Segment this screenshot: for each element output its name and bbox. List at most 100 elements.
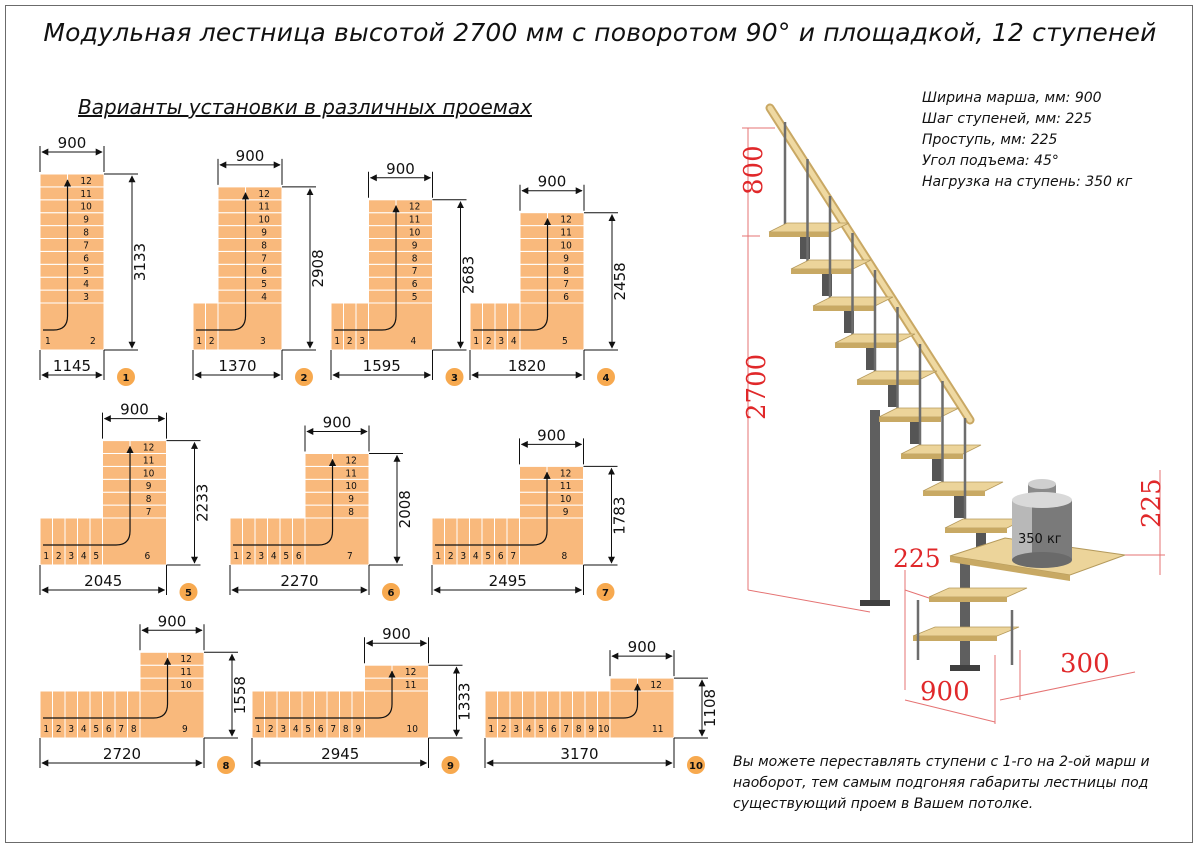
- width-label: 1145: [53, 357, 91, 375]
- spec-angle: Угол подъема: 45°: [922, 153, 1059, 169]
- step-number: 1: [334, 336, 340, 347]
- step-number: 6: [83, 253, 89, 264]
- height-label: 2683: [460, 256, 478, 294]
- step-number: 9: [588, 724, 594, 735]
- flight-width-label: 900: [386, 160, 415, 178]
- page-frame: [5, 5, 1193, 843]
- step-number: 2: [209, 336, 215, 347]
- step-number: 12: [345, 455, 356, 466]
- plan-landing: [217, 302, 283, 351]
- step-number: 2: [56, 551, 62, 562]
- flight-width-label: 900: [58, 134, 87, 152]
- variant-badge: [179, 583, 198, 601]
- step-number: 8: [576, 724, 582, 735]
- step-number: 5: [305, 724, 311, 735]
- width-label: 2720: [103, 745, 141, 763]
- dim-225-left: 225: [893, 544, 941, 573]
- height-label: 2458: [611, 262, 629, 300]
- step-number: 4: [411, 336, 417, 347]
- variant-badge: [597, 368, 615, 386]
- width-label: 2045: [84, 572, 122, 590]
- height-label: 1783: [611, 497, 629, 535]
- step-number: 12: [560, 468, 571, 479]
- step-number: 10: [180, 680, 192, 691]
- stringer-module: [844, 311, 854, 333]
- step-number: 6: [563, 292, 569, 303]
- step-number: 10: [345, 481, 357, 492]
- variant-badge: [596, 583, 615, 601]
- step-number: 11: [652, 724, 663, 735]
- dim-900: 900: [920, 677, 970, 707]
- step-number: 9: [182, 724, 188, 735]
- step-number: 8: [146, 494, 152, 505]
- step-number: 7: [261, 253, 267, 264]
- variant-number: 6: [388, 588, 395, 599]
- step-number: 5: [538, 724, 544, 735]
- step-number: 10: [143, 468, 155, 479]
- variant-number: 8: [223, 761, 230, 772]
- step-number: 2: [501, 724, 507, 735]
- stringer-module: [976, 533, 986, 555]
- walk-line: [488, 683, 642, 719]
- walk-line: [334, 205, 400, 331]
- variant-badge: [295, 368, 313, 386]
- rearrange-note: Вы можете переставлять ступени с 1-го на…: [733, 754, 1150, 812]
- step-number: 11: [405, 680, 416, 691]
- step-number: 7: [563, 724, 569, 735]
- width-label: 1370: [218, 357, 256, 375]
- width-label: 3170: [560, 745, 598, 763]
- step-number: 10: [560, 240, 572, 251]
- stringer-module: [888, 385, 898, 407]
- step-number: 6: [106, 724, 112, 735]
- width-label: 1595: [363, 357, 401, 375]
- flight-width-label: 900: [323, 414, 352, 432]
- walk-line: [43, 445, 134, 546]
- step-number: 12: [258, 189, 269, 200]
- step-number: 5: [93, 724, 99, 735]
- step-number: 8: [348, 507, 354, 518]
- page-title: Модульная лестница высотой 2700 мм с пов…: [43, 18, 1157, 47]
- specs-list: Ширина марша, мм: 900 Шаг ступеней, мм: …: [922, 88, 1132, 193]
- step-number: 11: [258, 202, 269, 213]
- step-number: 10: [258, 215, 270, 226]
- variant-number: 10: [689, 761, 703, 772]
- variant-number: 1: [123, 373, 130, 384]
- step-number: 10: [409, 228, 421, 239]
- step-number: 4: [81, 551, 87, 562]
- step-number: 12: [80, 176, 91, 187]
- step-number: 1: [45, 336, 51, 347]
- variant-badge: [117, 368, 135, 386]
- step-number: 10: [560, 494, 572, 505]
- step-number: 4: [511, 336, 517, 347]
- step-number: 4: [83, 279, 89, 290]
- step-number: 7: [146, 507, 152, 518]
- step-number: 3: [498, 336, 504, 347]
- step-number: 1: [43, 551, 49, 562]
- height-label: 2233: [194, 484, 212, 522]
- step-number: 5: [485, 551, 491, 562]
- tread: [928, 587, 1028, 602]
- step-number: 8: [562, 551, 568, 562]
- step-number: 11: [560, 228, 571, 239]
- step-number: 5: [83, 266, 89, 277]
- plan-landing: [519, 302, 585, 351]
- step-number: 2: [246, 551, 252, 562]
- variant-badge: [217, 756, 235, 774]
- step-number: 6: [498, 551, 504, 562]
- step-number: 7: [347, 551, 353, 562]
- step-number: 12: [405, 667, 416, 678]
- step-number: 4: [473, 551, 479, 562]
- variant-number: 5: [185, 588, 192, 599]
- walk-line: [473, 217, 552, 331]
- step-number: 3: [68, 551, 74, 562]
- step-number: 12: [409, 202, 420, 213]
- height-label: 3133: [131, 243, 149, 281]
- flight-width-label: 900: [120, 401, 149, 419]
- step-number: 11: [409, 215, 420, 226]
